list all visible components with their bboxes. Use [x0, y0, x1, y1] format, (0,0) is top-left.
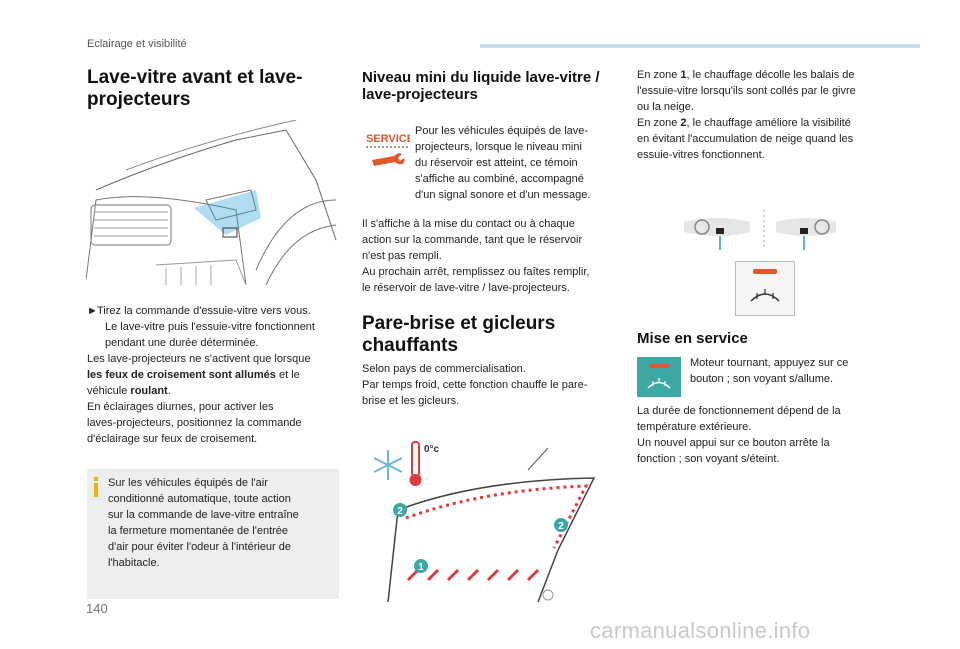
- right-p1-a: En zone: [637, 69, 681, 81]
- mid-line: le réservoir de lave-vitre / lave-projec…: [362, 282, 570, 294]
- steering-wheel-icon: [694, 219, 710, 235]
- mid-line: n'est pas rempli.: [362, 250, 442, 262]
- left-title-line2: projecteurs: [87, 89, 191, 110]
- svc-line: du réservoir est atteint, ce témoin: [415, 157, 578, 169]
- left-p2-line2: laves-projecteurs, positionnez la comman…: [87, 417, 302, 429]
- left-bullet-block: ►Tirez la commande d'essuie-vitre vers v…: [87, 303, 347, 447]
- thermometer-icon: [411, 441, 420, 477]
- car-front-illustration: [86, 120, 337, 286]
- right-p2-b: , le chauffage améliore la visibilité: [686, 117, 851, 129]
- left-p2-line1: En éclairages diurnes, pour activer les: [87, 401, 274, 413]
- svc-line: s'affiche au combiné, accompagné: [415, 173, 584, 185]
- zone-marker: [393, 503, 407, 517]
- right-p2-line1: En zone 2, le chauffage améliore la visi…: [637, 115, 887, 131]
- right-p3-line: La durée de fonctionnement dépend de la: [637, 405, 841, 417]
- zone-1-bold: 1: [680, 69, 687, 81]
- arrow-bullet-icon: ►: [87, 305, 98, 317]
- heating-zone-stripes: [406, 568, 540, 582]
- middle-paragraph: Il s'affiche à la mise du contact ou à c…: [362, 216, 622, 296]
- info-line: conditionné automatique, toute action: [108, 493, 291, 505]
- section-header: Eclairage et visibilité: [87, 38, 187, 50]
- svc-line: projecteurs, lorsque le niveau mini: [415, 141, 582, 153]
- right-paragraph-1: En zone 1, le chauffage décolle les bala…: [637, 67, 887, 163]
- service-label: SERVICE: [366, 133, 410, 145]
- mid-line: Au prochain arrêt, remplissez ou faîtes …: [362, 266, 590, 278]
- info-line: la fermeture momentanée de l'entrée: [108, 525, 289, 537]
- right-p1-rest: l'essuie-vitre lorsqu'ils sont collés pa…: [637, 85, 856, 97]
- right-p2-a: En zone: [637, 117, 681, 129]
- left-p1-line2: les feux de croisement sont allumés et l…: [87, 367, 347, 383]
- service-text: Pour les véhicules équipés de lave- proj…: [415, 123, 615, 203]
- bullet-line-1: Tirez la commande d'essuie-vitre vers vo…: [97, 305, 311, 317]
- middle-title: Niveau mini du liquide lave-vitre / lave…: [362, 69, 622, 103]
- indicator-light: [753, 269, 777, 274]
- middle-title-line1: Niveau mini du liquide lave-vitre /: [362, 69, 600, 86]
- info-box: [87, 469, 339, 599]
- dashboard-controls-illustration: [684, 210, 836, 250]
- service-wrench-icon: SERVICE: [366, 133, 410, 166]
- header-divider-bar: [480, 44, 920, 48]
- right-title: Mise en service: [637, 330, 887, 347]
- left-p1-line3-end: .: [167, 385, 171, 397]
- left-p1-line3-a: véhicule: [87, 385, 131, 397]
- zone-2-bold: 2: [680, 117, 687, 129]
- svc-line: Pour les véhicules équipés de lave-: [415, 125, 589, 137]
- left-p1-bold: les feux de croisement sont allumés: [87, 369, 276, 381]
- info-line: sur la commande de lave-vitre entraîne: [108, 509, 299, 521]
- right-p2-rest: en évitant l'accumulation de neige quand…: [637, 133, 854, 145]
- watermark: carmanualsonline.info: [590, 618, 811, 643]
- middle-title-line2: lave-projecteurs: [362, 86, 478, 103]
- defrost-button-icon: [637, 357, 681, 397]
- zone-2-left-label: 2: [397, 506, 403, 517]
- zone-marker: [414, 559, 428, 573]
- info-icon: [94, 477, 98, 497]
- left-p1-after-bold: et le: [275, 369, 300, 381]
- left-p1-line3-bold: roulant: [130, 385, 168, 397]
- info-line: d'air pour éviter l'odeur à l'intérieur …: [108, 541, 292, 553]
- right-p2-rest: essuie-vitres fonctionnent.: [637, 149, 765, 161]
- btn-line: bouton ; son voyant s/allume.: [690, 373, 834, 385]
- heated-windshield-illustration: 0°c 2 2 1: [373, 441, 596, 602]
- right-p1-rest: ou la neige.: [637, 101, 694, 113]
- info-line: l'habitacle.: [108, 557, 160, 569]
- middle-paragraph-2: Selon pays de commercialisation. Par tem…: [362, 361, 622, 409]
- mid-line: action sur la commande, tant que le rése…: [362, 234, 583, 246]
- bullet-line-3: pendant une durée déterminée.: [105, 337, 259, 349]
- info-text: Sur les véhicules équipés de l'air condi…: [108, 475, 336, 571]
- svc-line: d'un signal sonore et d'un message.: [415, 189, 591, 201]
- zone-marker: [554, 518, 568, 532]
- heated-windshield-button-illustration: [735, 261, 795, 316]
- zone-1-label: 1: [418, 562, 424, 573]
- middle-title2-line1: Pare-brise et gicleurs: [362, 313, 556, 334]
- info-line: Sur les véhicules équipés de l'air: [108, 477, 268, 489]
- btn-line: Moteur tournant, appuyez sur ce: [690, 357, 849, 369]
- left-p1-line3: véhicule roulant.: [87, 383, 347, 399]
- right-p1-line1: En zone 1, le chauffage décolle les bala…: [637, 67, 887, 83]
- right-p3-line: Un nouvel appui sur ce bouton arrête la: [637, 437, 830, 449]
- middle-title-2: Pare-brise et gicleurs chauffants: [362, 313, 622, 357]
- steering-wheel-icon: [814, 219, 830, 235]
- mid2-line: Par temps froid, cette fonction chauffe …: [362, 379, 588, 391]
- left-title: Lave-vitre avant et lave- projecteurs: [87, 67, 347, 111]
- page-number: 140: [86, 601, 108, 616]
- mid-line: Il s'affiche à la mise du contact ou à c…: [362, 218, 575, 230]
- middle-title2-line2: chauffants: [362, 335, 459, 356]
- mid2-line: Selon pays de commercialisation.: [362, 363, 526, 375]
- right-p1-b: , le chauffage décolle les balais de: [686, 69, 855, 81]
- mise-en-service-title: Mise en service: [637, 330, 748, 347]
- bullet-line-2: Le lave-vitre puis l'essuie-vitre foncti…: [105, 321, 315, 333]
- snowflake-icon: [373, 450, 403, 480]
- right-p3-line: température extérieure.: [637, 421, 752, 433]
- mid2-line: brise et les gicleurs.: [362, 395, 460, 407]
- left-title-line1: Lave-vitre avant et lave-: [87, 67, 303, 88]
- right-paragraph-3: La durée de fonctionnement dépend de la …: [637, 403, 887, 467]
- left-p2-line3: d'éclairage sur feux de croisement.: [87, 433, 258, 445]
- temperature-label: 0°c: [424, 444, 440, 455]
- left-p1-line1: Les lave-projecteurs ne s'activent que l…: [87, 353, 311, 365]
- right-p3-line: fonction ; son voyant s/éteint.: [637, 453, 780, 465]
- button-text: Moteur tournant, appuyez sur ce bouton ;…: [690, 355, 890, 387]
- zone-2-right-label: 2: [558, 521, 564, 532]
